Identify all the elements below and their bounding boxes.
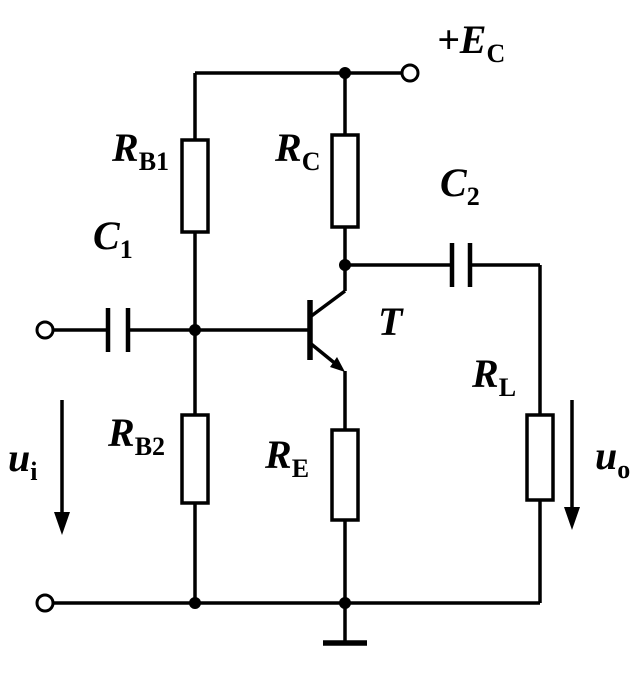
emitter-arrow-icon bbox=[330, 357, 345, 372]
label-rb1-sub: B1 bbox=[138, 147, 170, 176]
supply-terminal bbox=[400, 63, 420, 83]
label-transistor-main: T bbox=[378, 299, 403, 344]
resistor-re bbox=[330, 428, 360, 522]
label-ui: ui bbox=[8, 438, 37, 485]
uo-arrow-icon bbox=[564, 507, 580, 530]
label-uo: uo bbox=[595, 436, 630, 483]
junction-dot-base bbox=[189, 324, 201, 336]
label-transistor: T bbox=[378, 302, 402, 342]
label-supply: +EC bbox=[437, 20, 505, 67]
label-rb1-main: R bbox=[112, 125, 139, 170]
ui-arrow-icon bbox=[54, 512, 70, 535]
label-c2-sub: 2 bbox=[466, 182, 480, 211]
transistor-collector-line bbox=[308, 289, 347, 319]
label-rl-main: R bbox=[472, 351, 499, 396]
label-rb2-sub: B2 bbox=[134, 432, 166, 461]
resistor-rb1 bbox=[180, 138, 210, 234]
label-c2: C2 bbox=[440, 163, 480, 210]
label-c1-main: C bbox=[93, 213, 120, 258]
label-supply-main: +E bbox=[437, 17, 487, 62]
label-rb2: RB2 bbox=[108, 413, 165, 460]
transistor-emitter-line bbox=[308, 341, 339, 367]
label-c1-sub: 1 bbox=[119, 235, 133, 264]
label-rb1: RB1 bbox=[112, 128, 169, 175]
bottom-left-terminal bbox=[35, 593, 55, 613]
resistor-rl bbox=[525, 413, 555, 502]
label-c2-main: C bbox=[440, 160, 467, 205]
input-terminal bbox=[35, 320, 55, 340]
label-re-main: R bbox=[265, 432, 292, 477]
label-re: RE bbox=[265, 435, 309, 482]
label-ui-sub: i bbox=[30, 457, 38, 486]
label-rb2-main: R bbox=[108, 410, 135, 455]
label-rc: RC bbox=[275, 128, 320, 175]
label-ui-main: u bbox=[8, 435, 31, 480]
label-re-sub: E bbox=[291, 454, 310, 483]
resistor-rb2 bbox=[180, 413, 210, 505]
junction-dot-rb2 bbox=[189, 597, 201, 609]
label-uo-main: u bbox=[595, 433, 618, 478]
label-rl-sub: L bbox=[498, 373, 517, 402]
resistor-rc bbox=[330, 133, 360, 229]
label-rc-sub: C bbox=[301, 147, 321, 176]
label-c1: C1 bbox=[93, 216, 133, 263]
label-rc-main: R bbox=[275, 125, 302, 170]
label-uo-sub: o bbox=[617, 455, 631, 484]
label-supply-sub: C bbox=[486, 39, 506, 68]
label-rl: RL bbox=[472, 354, 516, 401]
